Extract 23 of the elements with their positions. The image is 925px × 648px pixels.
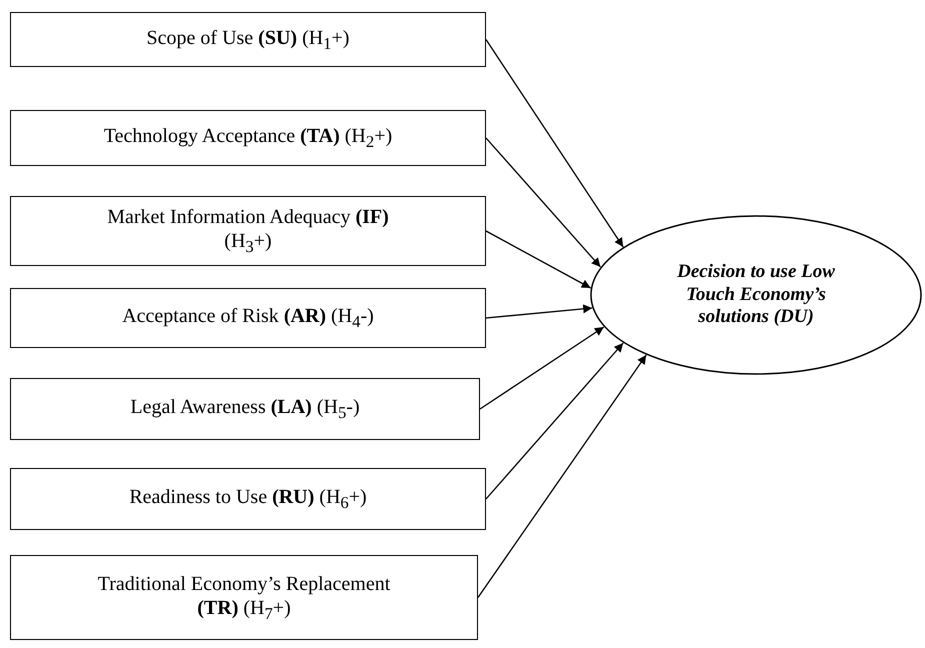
ellipse-node: [590, 215, 922, 375]
factor-box: [10, 196, 486, 266]
factor-box: [10, 468, 486, 530]
factor-label: Traditional Economy’s Replacement (TR) (H$_{7}$+): [96, 572, 392, 624]
arrow: [486, 342, 624, 500]
factor-box: [10, 555, 478, 640]
arrow: [480, 326, 604, 410]
factor-label: Scope of Use (SU) (H$_{1}$+): [146, 26, 350, 54]
factor-label: Legal Awareness (LA) (H$_{5}$-): [130, 395, 360, 423]
factor-box: [10, 288, 486, 348]
factor-box: [10, 110, 486, 166]
arrow: [486, 230, 591, 289]
arrow: [486, 304, 592, 319]
factor-box: [10, 378, 480, 440]
factor-label: Acceptance of Risk (AR) (H$_{4}$-): [122, 304, 374, 332]
outcome-label: Decision to use Low Touch Economy’s solutions (DU): [676, 260, 836, 330]
factor-label: Market Information Adequacy (IF) (H$_{3}$+): [106, 205, 390, 257]
arrow: [486, 138, 601, 268]
factor-label: Readiness to Use (RU) (H$_{6}$+): [129, 485, 367, 513]
factor-label: Technology Acceptance (TA) (H$_{2}$+): [104, 124, 392, 152]
arrow: [485, 39, 624, 248]
arrow: [477, 354, 647, 598]
factor-box: [10, 12, 486, 67]
